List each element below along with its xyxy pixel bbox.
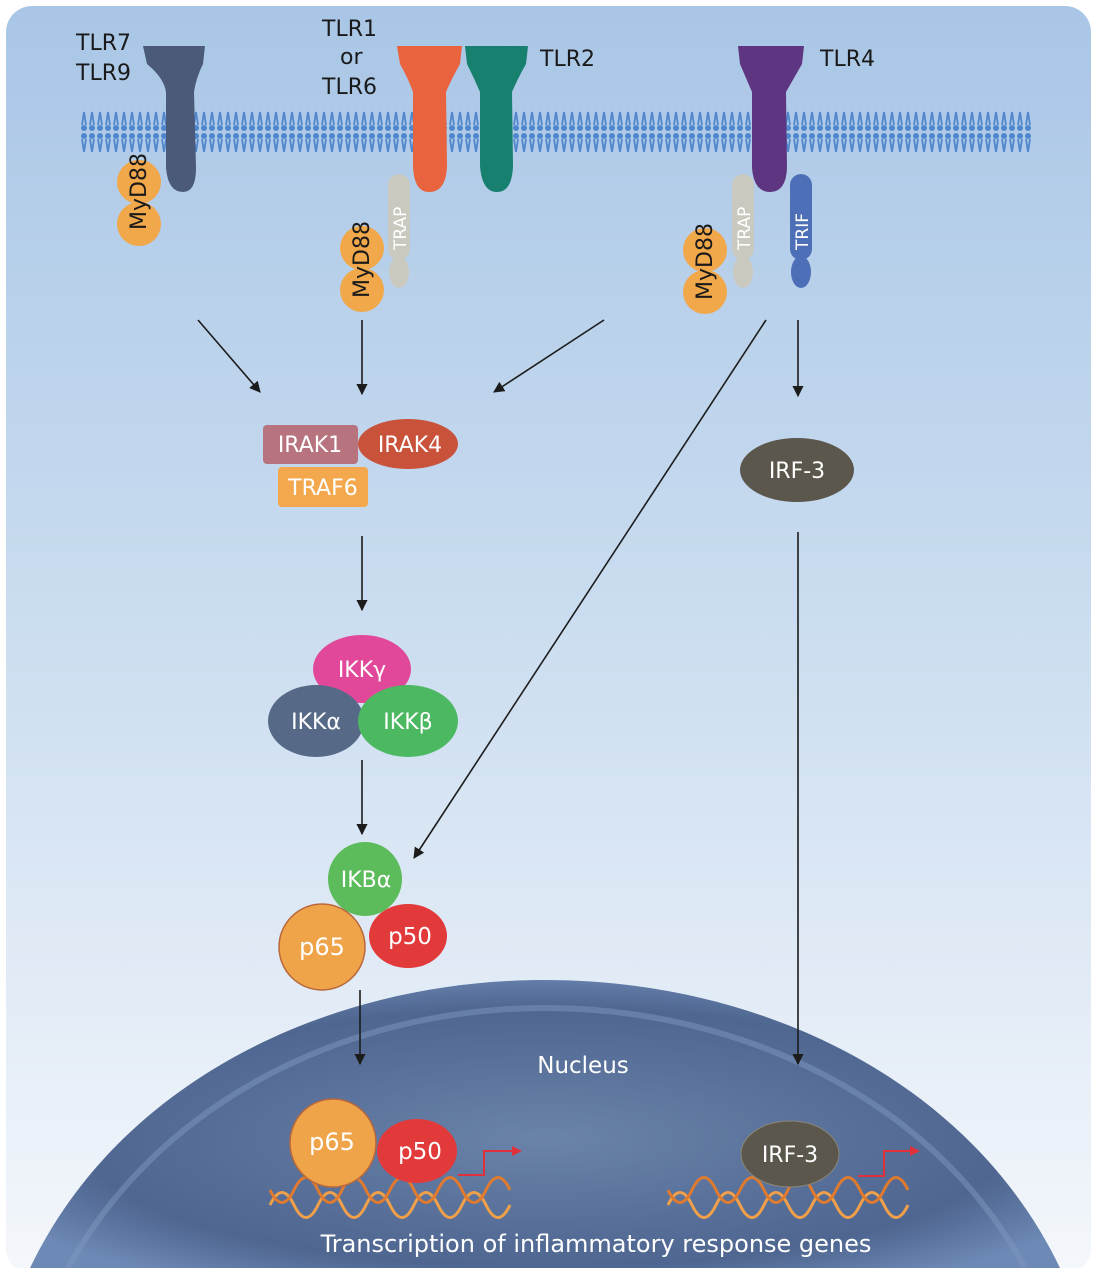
myd88-tlr7-9: MyD88	[117, 153, 161, 246]
svg-text:TRIF: TRIF	[793, 213, 813, 251]
transcription-start-arrow-icon	[858, 1146, 920, 1177]
dna-right	[666, 1176, 910, 1219]
nucleus-label: Nucleus	[537, 1053, 629, 1079]
irf3-nucleus-node: IRF-3	[740, 1120, 840, 1188]
cell-membrane	[80, 108, 1032, 152]
cytoplasm	[6, 6, 1091, 1274]
svg-text:IRAK1: IRAK1	[278, 433, 342, 458]
tlr2-receptor	[465, 46, 528, 192]
myd88-tlr4: MyD88	[683, 223, 727, 314]
transcription-start-arrow-icon	[458, 1146, 522, 1176]
tlr7-label: TLR7	[75, 31, 131, 56]
svg-text:MyD88: MyD88	[693, 223, 718, 300]
irf3-cytoplasm-node: IRF-3	[740, 438, 854, 502]
p65-cytoplasm-node: p65	[278, 903, 366, 991]
arrow-tlr7-9-to-irak	[197, 319, 261, 393]
or-label: or	[340, 45, 363, 70]
ikk-gamma-node: IKKγ	[313, 635, 411, 703]
tlr4-label: TLR4	[819, 47, 875, 72]
tlr2-label: TLR2	[539, 47, 595, 72]
svg-text:IKKγ: IKKγ	[338, 658, 386, 683]
svg-text:IKKβ: IKKβ	[383, 710, 432, 735]
myd88-tlr2: MyD88	[340, 221, 384, 312]
svg-text:IRF-3: IRF-3	[762, 1143, 818, 1168]
trap-tlr2: TRAP	[388, 174, 411, 288]
tlr1-label: TLR1	[321, 17, 377, 42]
ikk-beta-node: IKKβ	[358, 685, 458, 757]
irak1-node: IRAK1	[263, 425, 358, 464]
tlr6-label: TLR6	[321, 75, 377, 100]
transcription-caption: Transcription of inflammatory response g…	[320, 1230, 872, 1258]
svg-text:TRAP: TRAP	[391, 207, 411, 251]
trif-tlr4: TRIF	[790, 174, 813, 288]
pathway-arrows	[197, 319, 804, 1066]
svg-text:p50: p50	[398, 1139, 442, 1165]
svg-text:TRAF6: TRAF6	[287, 476, 358, 501]
svg-text:MyD88: MyD88	[350, 221, 375, 298]
svg-text:TRAP: TRAP	[735, 207, 755, 251]
svg-text:IKBα: IKBα	[341, 868, 392, 893]
trap-tlr4: TRAP	[732, 174, 755, 288]
p65-nucleus-node: p65	[289, 1098, 377, 1188]
svg-text:IRF-3: IRF-3	[769, 459, 825, 484]
ikk-alpha-node: IKKα	[268, 685, 364, 757]
svg-text:p65: p65	[309, 1128, 355, 1156]
tlr7-9-receptor	[143, 46, 205, 192]
svg-text:IKKα: IKKα	[291, 710, 341, 735]
tlr9-label: TLR9	[75, 61, 131, 86]
tlr4-receptor	[738, 46, 804, 192]
arrow-tlr4-to-irak	[493, 319, 605, 393]
traf6-node: TRAF6	[278, 467, 368, 507]
arrow-tlr4-to-ikba	[413, 319, 767, 859]
svg-text:p50: p50	[388, 924, 432, 950]
svg-text:IRAK4: IRAK4	[378, 433, 442, 458]
ikba-node: IKBα	[328, 842, 402, 916]
p50-cytoplasm-node: p50	[369, 904, 447, 968]
tlr1-6-receptor	[397, 46, 462, 192]
svg-text:p65: p65	[299, 933, 345, 961]
svg-text:MyD88: MyD88	[127, 153, 152, 230]
irak4-node: IRAK4	[358, 419, 458, 469]
p50-nucleus-node: p50	[377, 1119, 457, 1183]
